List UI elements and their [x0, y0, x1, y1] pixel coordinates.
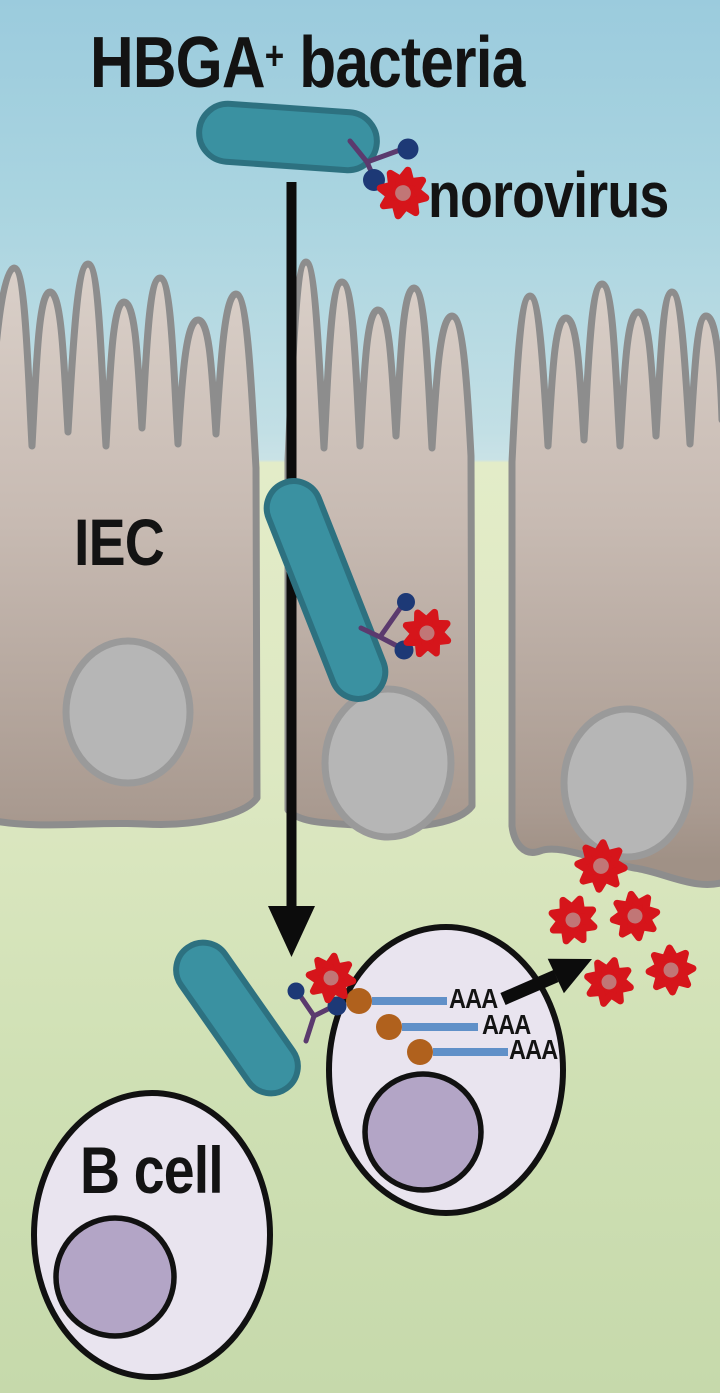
glycan-sugar — [397, 593, 415, 611]
hbga-bacterium-bottom — [173, 939, 356, 1097]
norovirus-particle — [545, 892, 600, 947]
iec-epithelium — [0, 258, 720, 888]
plus-superscript: + — [264, 34, 284, 79]
iec-nucleus — [321, 685, 455, 841]
norovirus-particle — [576, 841, 626, 891]
mrna-cap — [376, 1014, 402, 1040]
mrna-cap — [346, 988, 372, 1014]
mrna-cap — [407, 1039, 433, 1065]
b-cell — [31, 1090, 273, 1380]
secretion-arrow — [500, 958, 592, 1005]
b-cell-nucleus — [53, 1215, 177, 1339]
norovirus-particle — [376, 166, 431, 221]
b-cell-nucleus — [362, 1071, 484, 1193]
norovirus-particle — [582, 955, 635, 1008]
hbga-glycan — [298, 994, 335, 1044]
norovirus-label: norovirus — [428, 159, 669, 231]
mrna-polya-label: AAA — [509, 1034, 558, 1065]
mrna-polya-label: AAA — [482, 1009, 531, 1040]
iec-label: IEC — [74, 505, 165, 579]
b-cell-label: B cell — [80, 1133, 224, 1207]
mrna-polya-label: AAA — [449, 983, 498, 1014]
infected-b-cell — [326, 924, 566, 1216]
glycan-sugar — [287, 982, 305, 1000]
norovirus-particle — [610, 891, 661, 942]
glycan-sugar — [327, 996, 347, 1016]
glycan-sugar — [397, 138, 419, 160]
hbga-bacterium-top — [196, 100, 431, 221]
viral-mrna — [372, 997, 508, 1056]
iec-cell-left — [0, 260, 261, 829]
hbga-bacterium-middle — [263, 478, 455, 702]
title-hbga-bacteria: HBGA+ bacteria — [90, 23, 525, 103]
iec-nucleus — [560, 705, 694, 861]
iec-nucleus — [62, 637, 194, 787]
norovirus-particle — [648, 947, 695, 994]
